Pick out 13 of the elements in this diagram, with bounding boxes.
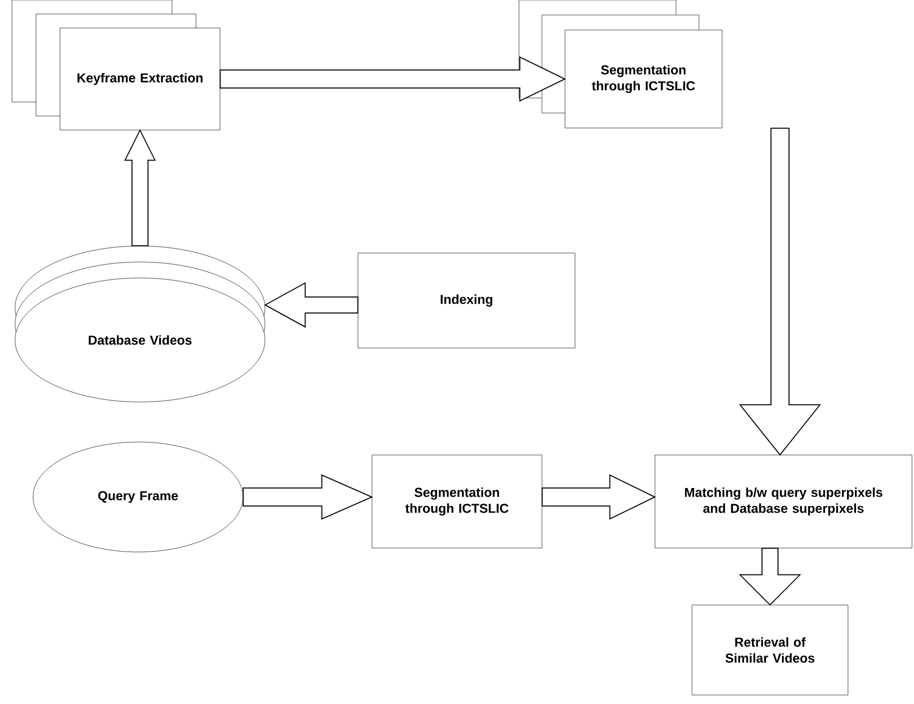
stacked-box: Keyframe Extraction: [12, 0, 220, 130]
block-arrow: [542, 474, 656, 520]
block-arrow: [124, 129, 156, 246]
block-arrow: [264, 282, 358, 328]
process-box: Segmentation through ICTSLIC: [372, 454, 542, 548]
block-arrow: [220, 56, 566, 102]
block-arrow: [242, 474, 374, 520]
stacked-box: Segmentation through ICTSLIC: [518, 0, 722, 128]
block-arrow: [738, 548, 802, 606]
process-box: Matching b/w query superpixels and Database superpixels: [654, 454, 912, 548]
process-box: Retrieval of Similar Videos: [692, 604, 848, 696]
block-arrow: [738, 128, 822, 456]
process-box: Indexing: [358, 252, 576, 348]
